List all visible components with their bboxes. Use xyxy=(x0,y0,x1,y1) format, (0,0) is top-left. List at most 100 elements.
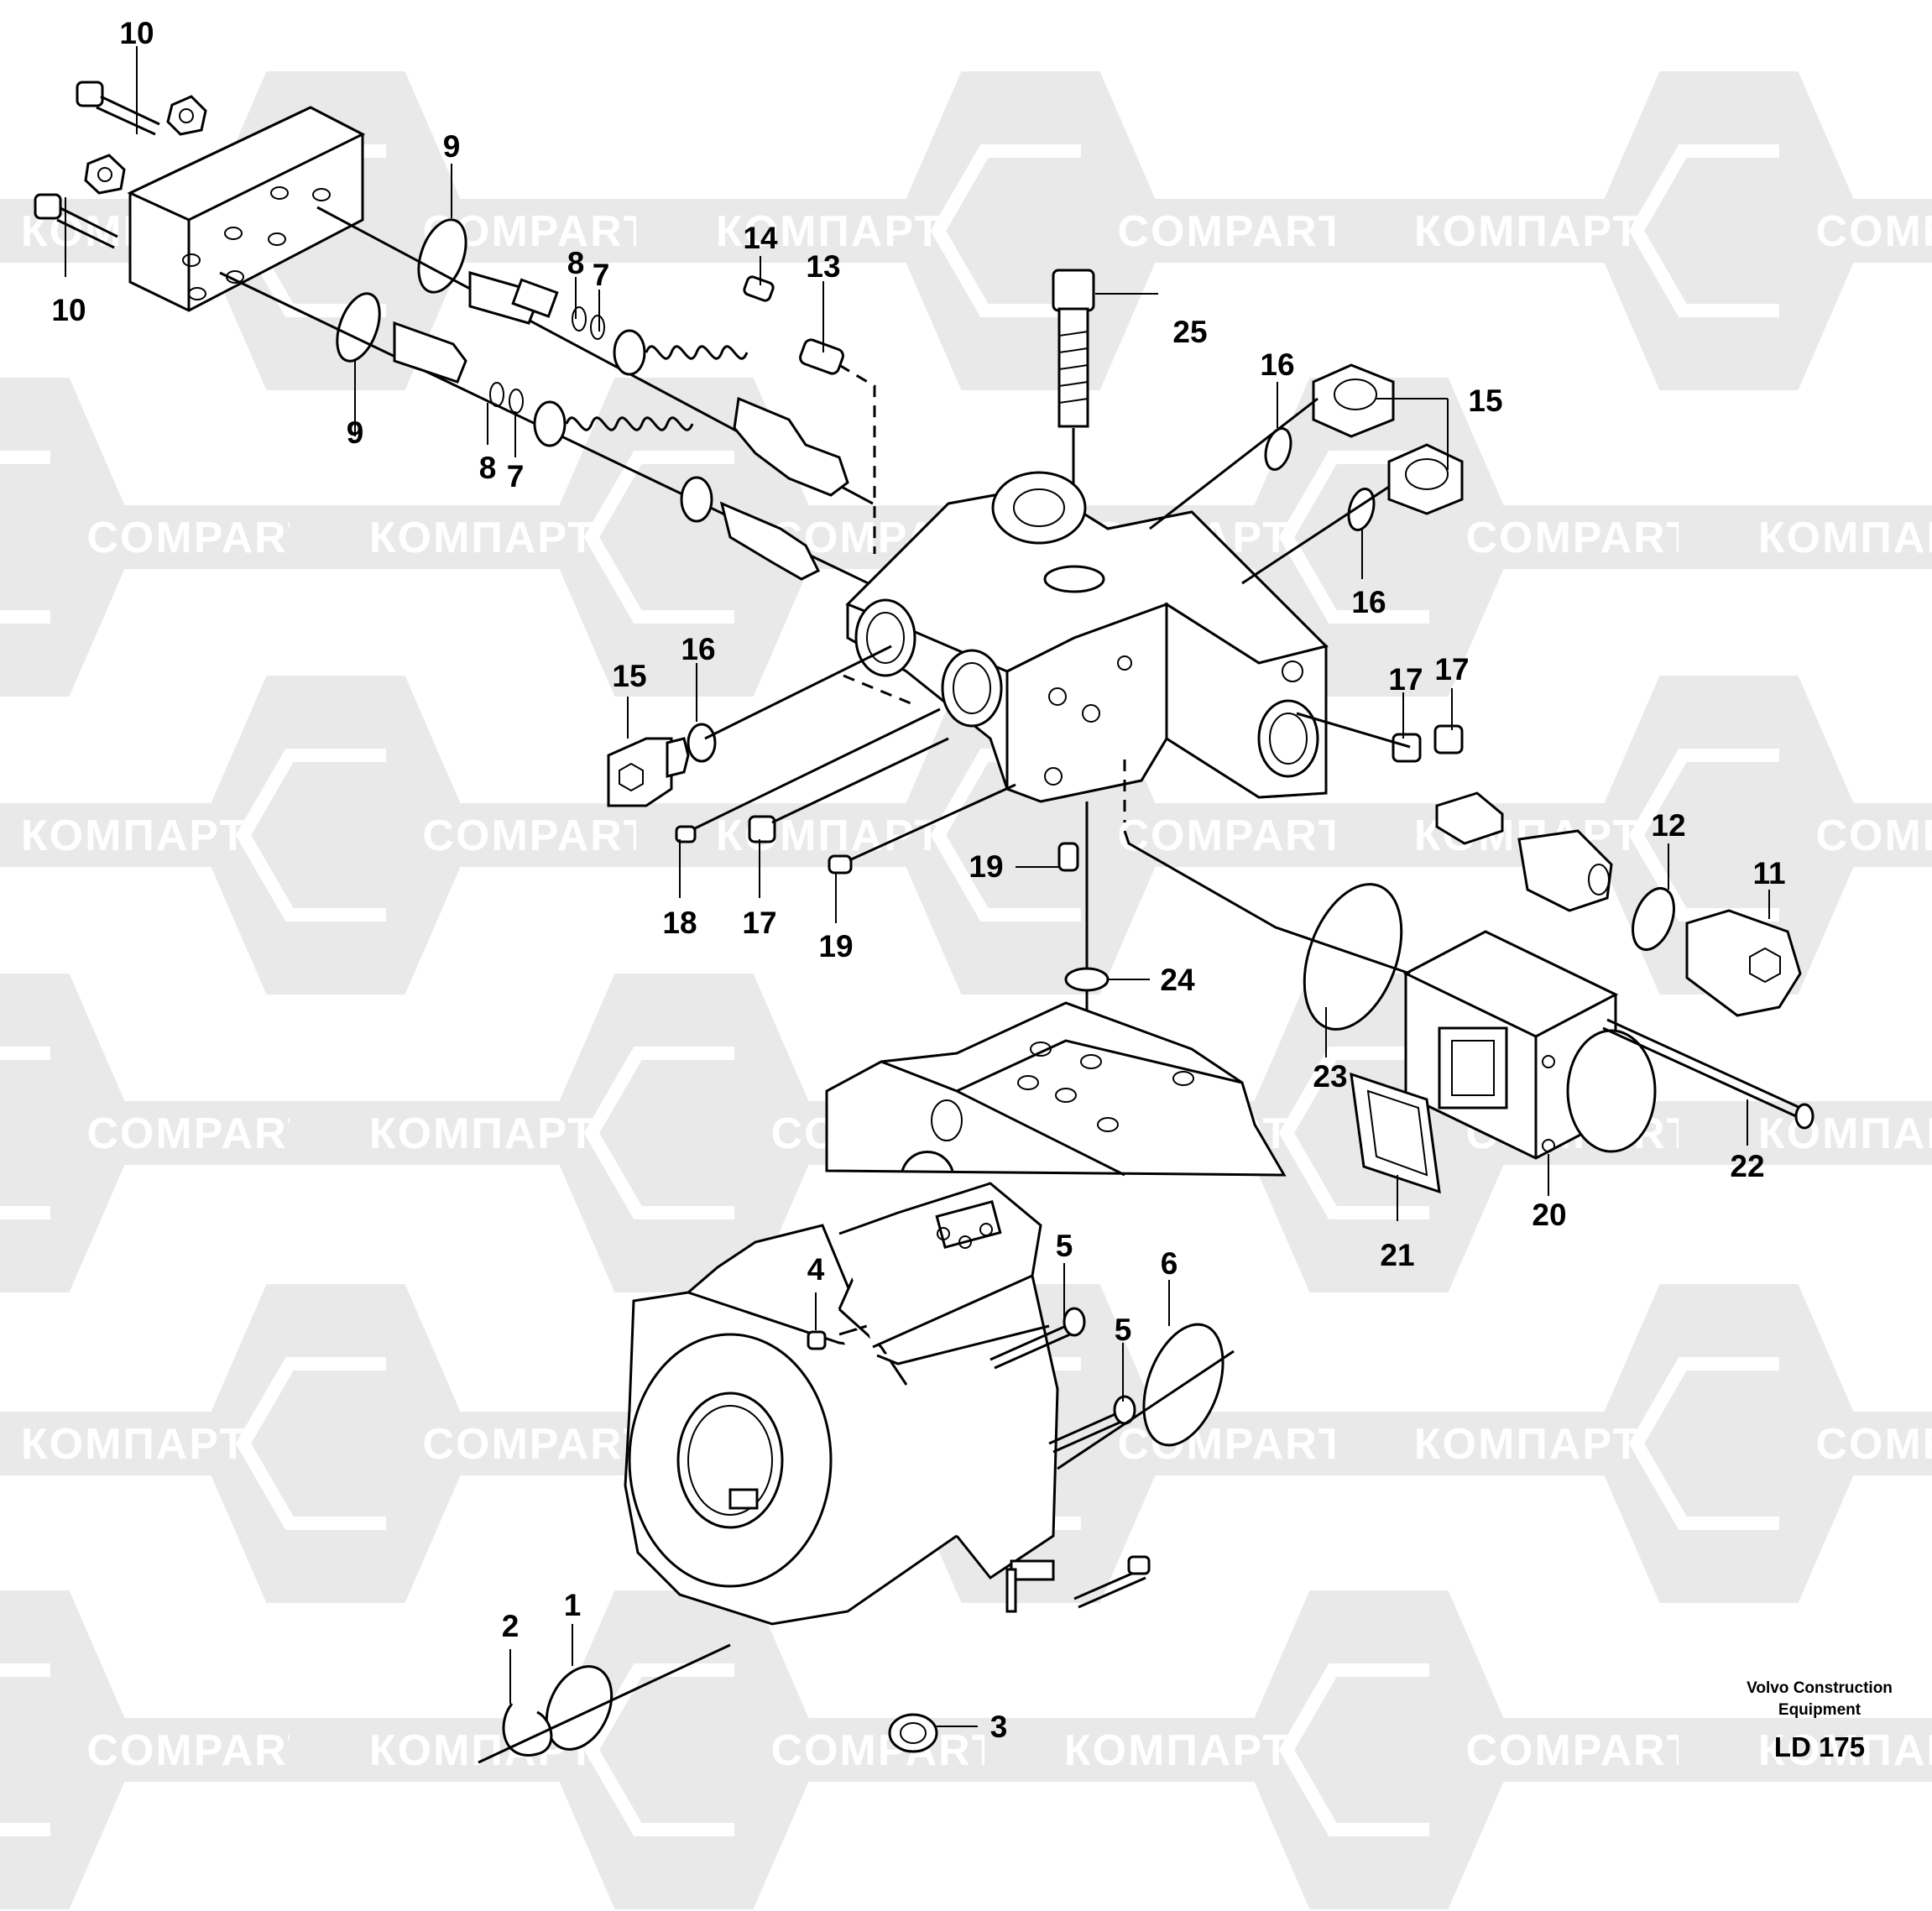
shaft-seal-1 xyxy=(545,1665,614,1751)
watermark-band xyxy=(984,1718,1773,1782)
o-ring-24 xyxy=(1064,967,1110,992)
plug-3 xyxy=(888,1713,938,1753)
callout-2: 2 xyxy=(502,1609,520,1643)
watermark-text-cyrillic: КОМПАРТ xyxy=(716,207,943,256)
callout-16b: 16 xyxy=(1351,585,1386,619)
watermark-logo-mark xyxy=(235,1357,386,1530)
gasket-21 xyxy=(1350,1072,1441,1194)
watermark-logo-mark xyxy=(235,749,386,922)
watermark-text-cyrillic: КОМПАРТ xyxy=(1758,1726,1932,1775)
watermark-text-latin: COMPART xyxy=(422,812,651,860)
watermark-logo-mark xyxy=(1278,1663,1429,1836)
callout-17a: 17 xyxy=(1388,662,1423,697)
leader-plug-15-mid xyxy=(1241,485,1390,585)
watermark-text-latin: COMPART xyxy=(86,1110,316,1158)
callout-leaders xyxy=(65,46,1770,1727)
watermark-logo-mark xyxy=(583,1047,734,1219)
callout-18: 18 xyxy=(662,906,697,940)
watermark-band xyxy=(0,1412,730,1475)
callout-7a: 7 xyxy=(593,258,610,292)
leader-plug-19-left xyxy=(849,783,1016,862)
plug-14 xyxy=(743,275,775,302)
callout-3: 3 xyxy=(990,1710,1008,1744)
footer: Volvo Construction Equipment LD 175 xyxy=(1747,1679,1893,1762)
callout-20: 20 xyxy=(1532,1198,1566,1232)
leader-plug-17-right xyxy=(1296,712,1411,749)
leader-plug-17-left xyxy=(771,737,949,824)
watermark-text-cyrillic: КОМПАРТ xyxy=(21,1420,248,1469)
callout-13: 13 xyxy=(806,249,840,284)
watermark-band xyxy=(290,1718,1078,1782)
plug-15-top xyxy=(1312,363,1395,438)
plug-19-center xyxy=(1057,842,1079,872)
circlip-2 xyxy=(502,1703,553,1757)
callout-16a: 16 xyxy=(1260,347,1294,382)
cover-plate xyxy=(127,106,366,312)
stud-5-lower xyxy=(1048,1395,1136,1454)
watermark-text-cyrillic: КОМПАРТ xyxy=(1414,207,1641,256)
watermark-text-latin: COMPART xyxy=(1815,1420,1932,1469)
plug-4 xyxy=(807,1330,827,1350)
callout-9b: 9 xyxy=(347,415,364,450)
watermark-logo-mark xyxy=(930,144,1081,317)
watermark-text-latin: COMPART xyxy=(770,1726,1000,1775)
leader-o-ring-6 xyxy=(1057,1350,1235,1470)
plug-13 xyxy=(799,338,844,375)
valve-insert xyxy=(1517,829,1613,912)
o-ring-16-left xyxy=(687,723,717,763)
callout-19a: 19 xyxy=(969,849,1003,884)
callout-17b: 17 xyxy=(1434,652,1469,687)
watermark-text-cyrillic: КОМПАРТ xyxy=(1758,514,1932,562)
watermark-band xyxy=(1679,505,1932,569)
leader-plug-18 xyxy=(692,707,941,831)
bolt-10-lower xyxy=(34,193,118,249)
watermark-logo-mark xyxy=(1628,144,1779,317)
dash-line-solenoid xyxy=(1123,830,1411,975)
plug-17-right-b xyxy=(1433,724,1464,754)
callout-10a: 10 xyxy=(119,16,154,50)
watermark-text-latin: COMPART xyxy=(86,514,316,562)
bolt-pump-side xyxy=(1073,1555,1151,1609)
watermark-logo-mark xyxy=(1628,1357,1779,1530)
solenoid-20 xyxy=(1402,930,1657,1160)
watermark-logo-mark xyxy=(583,1663,734,1836)
dash-line-block-left xyxy=(843,674,916,707)
plug-15-mid xyxy=(1387,443,1464,515)
callout-19b: 19 xyxy=(818,929,853,963)
spool-row-lower xyxy=(219,271,878,589)
nut-lower xyxy=(84,154,126,195)
callout-15a: 15 xyxy=(1468,384,1502,418)
callout-16c: 16 xyxy=(681,632,715,666)
screw-22 xyxy=(1602,1018,1815,1130)
plug-15-left xyxy=(607,737,690,807)
nut-upper xyxy=(166,95,207,136)
drawing-code: LD 175 xyxy=(1774,1731,1865,1762)
brand-line-1: Volvo Construction xyxy=(1747,1679,1893,1697)
callout-7b: 7 xyxy=(507,459,525,493)
plug-18 xyxy=(675,825,697,843)
watermark-text-cyrillic: КОМПАРТ xyxy=(1064,1726,1291,1775)
pump-top-section xyxy=(825,1001,1287,1177)
callout-21: 21 xyxy=(1380,1238,1414,1272)
watermark-logo-mark xyxy=(583,451,734,624)
leader-plug-15-top xyxy=(1149,397,1318,530)
callout-4: 4 xyxy=(807,1252,825,1287)
shaft-axis xyxy=(478,1643,731,1764)
watermark-text-latin: COMPART xyxy=(1815,207,1932,256)
callout-15b: 15 xyxy=(612,659,646,693)
stud-5-upper xyxy=(989,1307,1086,1370)
callout-24: 24 xyxy=(1160,963,1195,997)
adapter-sleeve xyxy=(1435,791,1504,845)
callout-6: 6 xyxy=(1161,1246,1178,1281)
valve-block xyxy=(845,471,1329,803)
callout-25: 25 xyxy=(1172,315,1207,349)
watermark-text-cyrillic: КОМПАРТ xyxy=(21,812,248,860)
watermark-text-latin: COMPART xyxy=(1815,812,1932,860)
watermark-text-latin: COMPART xyxy=(1465,1726,1694,1775)
watermark-text-cyrillic: КОМПАРТ xyxy=(1758,1110,1932,1158)
callout-17c: 17 xyxy=(742,906,776,940)
watermark-text-latin: COMPART xyxy=(1117,812,1346,860)
leader-plug-15-left xyxy=(704,645,892,740)
callout-14: 14 xyxy=(743,221,778,255)
